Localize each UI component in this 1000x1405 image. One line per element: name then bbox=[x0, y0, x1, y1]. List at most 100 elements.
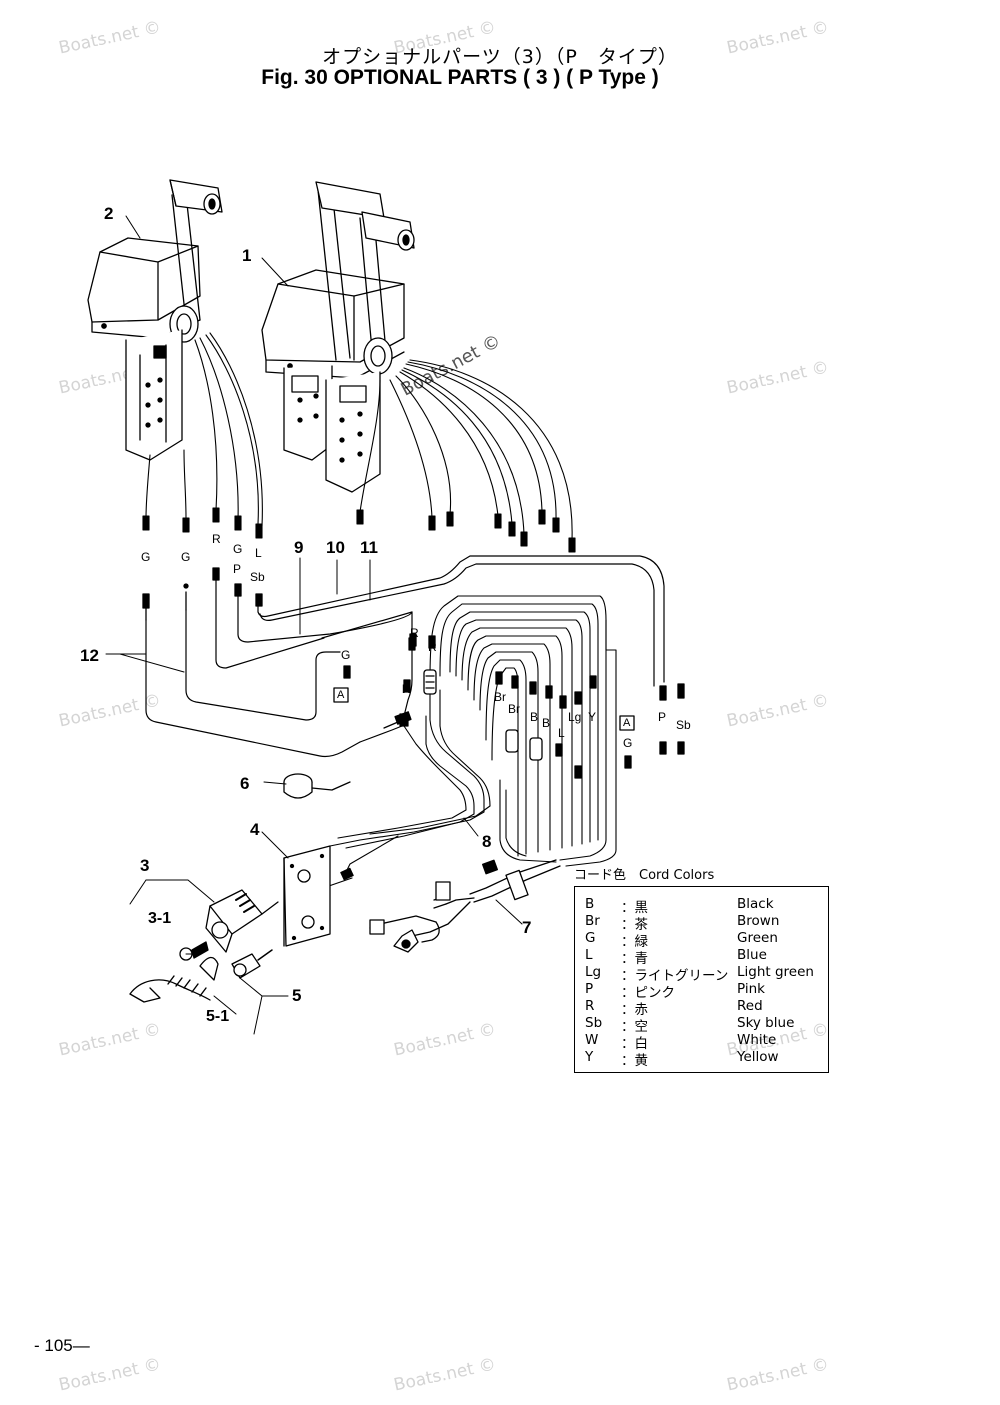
page-title: Fig. 30 OPTIONAL PARTS ( 3 ) ( P Type ) bbox=[261, 66, 659, 89]
legend-row: Sb ：空 Sky blue bbox=[585, 1015, 825, 1035]
legend-row: G ：緑 Green bbox=[585, 930, 825, 950]
legend-jp: ：黄 bbox=[621, 1053, 648, 1069]
stop-switch-part-5 bbox=[129, 949, 273, 1003]
legend-row: B ：黒 Black bbox=[585, 896, 825, 916]
legend-code: L bbox=[585, 947, 593, 963]
callout-6: 6 bbox=[240, 774, 250, 793]
legend-row: W ：白 White bbox=[585, 1032, 825, 1052]
legend-en: Light green bbox=[737, 964, 814, 980]
legend-box: B ：黒 Black Br ：茶 Brown G ：緑 Green L ：青 B… bbox=[574, 886, 829, 1073]
cord-color-legend: コード色 Cord Colors B ：黒 Black Br ：茶 Brown … bbox=[574, 864, 829, 1073]
wire-label: G bbox=[141, 550, 151, 564]
wire-label: R bbox=[212, 532, 221, 546]
legend-code: Sb bbox=[585, 1015, 603, 1031]
callout-1: 1 bbox=[242, 246, 252, 265]
page-number: - 105— bbox=[34, 1336, 90, 1355]
legend-row: Br ：茶 Brown bbox=[585, 913, 825, 933]
harness-lines bbox=[145, 555, 665, 758]
callout-10: 10 bbox=[326, 538, 345, 557]
right-group-connectors bbox=[343, 633, 685, 779]
legend-en: Pink bbox=[737, 981, 765, 997]
wire-label: R bbox=[428, 640, 437, 654]
wire-label: G bbox=[181, 550, 191, 564]
legend-code: G bbox=[585, 930, 596, 946]
wire-label: G bbox=[623, 736, 633, 750]
wire-label: Lg bbox=[568, 710, 582, 724]
legend-code: P bbox=[585, 981, 594, 997]
wire-label: Br bbox=[508, 702, 520, 716]
wires-part-2 bbox=[142, 332, 263, 539]
legend-row: Y ：黄 Yellow bbox=[585, 1049, 825, 1069]
wire-label: Y bbox=[588, 710, 597, 724]
callout-5-1: 5-1 bbox=[206, 1008, 230, 1025]
callout-8: 8 bbox=[482, 832, 492, 851]
legend-en: Blue bbox=[737, 947, 767, 963]
top-connectors bbox=[142, 567, 263, 621]
reference-label-a: A bbox=[623, 717, 631, 729]
legend-en: Yellow bbox=[737, 1049, 779, 1065]
main-harness-part-7 bbox=[369, 859, 561, 953]
wire-label: Sb bbox=[676, 718, 691, 732]
panel-plate-part-4 bbox=[283, 845, 331, 947]
wire-label: P bbox=[233, 562, 242, 576]
wire-label: Br bbox=[494, 690, 506, 704]
callout-4: 4 bbox=[250, 820, 260, 839]
legend-jp: ：赤 bbox=[621, 1002, 648, 1018]
main-harness bbox=[299, 595, 617, 897]
wire-label: G bbox=[341, 648, 351, 662]
legend-jp: ：緑 bbox=[621, 934, 648, 950]
legend-code: B bbox=[585, 896, 595, 912]
page-title-japanese: オプショナルパーツ（3）（P タイプ） bbox=[322, 46, 678, 68]
reference-label-a: A bbox=[337, 689, 345, 701]
wire-label: Sb bbox=[250, 570, 265, 584]
legend-code: W bbox=[585, 1032, 599, 1048]
legend-en: White bbox=[737, 1032, 777, 1048]
legend-en: Brown bbox=[737, 913, 780, 929]
callout-11: 11 bbox=[360, 538, 378, 557]
legend-row: P ：ピンク Pink bbox=[585, 981, 825, 1001]
callout-7: 7 bbox=[522, 918, 532, 937]
legend-en: Sky blue bbox=[737, 1015, 795, 1031]
legend-heading: コード色 Cord Colors bbox=[574, 868, 715, 883]
callout-2: 2 bbox=[104, 204, 114, 223]
callout-12: 12 bbox=[80, 646, 99, 665]
reference-boxes bbox=[333, 687, 635, 731]
single-lever-control-box bbox=[87, 179, 223, 461]
wire-label: R bbox=[410, 626, 419, 640]
legend-code: Br bbox=[585, 913, 600, 929]
legend-en: Red bbox=[737, 998, 763, 1014]
legend-jp: ：青 bbox=[621, 951, 648, 967]
wire-label: R bbox=[402, 682, 411, 696]
legend-code: Lg bbox=[585, 964, 602, 980]
wire-label: B bbox=[530, 710, 539, 724]
legend-jp: ：茶 bbox=[621, 917, 648, 933]
callout-3: 3 bbox=[140, 856, 150, 875]
callout-3-1: 3-1 bbox=[148, 910, 172, 927]
legend-jp: ：ピンク bbox=[621, 985, 675, 1001]
dual-lever-control-box bbox=[261, 181, 415, 493]
legend-row: L ：青 Blue bbox=[585, 947, 825, 967]
callout-5: 5 bbox=[292, 986, 302, 1005]
legend-code: R bbox=[585, 998, 595, 1014]
legend-en: Black bbox=[737, 896, 774, 912]
legend-en: Green bbox=[737, 930, 778, 946]
legend-jp: ：ライトグリーン bbox=[621, 968, 729, 984]
legend-row: R ：赤 Red bbox=[585, 998, 825, 1018]
main-switch-part-3 bbox=[179, 889, 279, 961]
wires-part-1 bbox=[356, 359, 576, 553]
wire-label: L bbox=[255, 546, 262, 560]
wire-label: L bbox=[558, 726, 565, 740]
legend-jp: ：黒 bbox=[621, 900, 648, 916]
wire-label: B bbox=[542, 716, 551, 730]
legend-jp: ：白 bbox=[621, 1036, 648, 1052]
legend-jp: ：空 bbox=[621, 1019, 648, 1035]
callout-9: 9 bbox=[294, 538, 304, 557]
legend-code: Y bbox=[585, 1049, 594, 1065]
legend-row: Lg ：ライトグリーン Light green bbox=[585, 964, 825, 984]
wire-label: P bbox=[658, 710, 667, 724]
wire-label: G bbox=[233, 542, 243, 556]
leader-lines bbox=[105, 215, 523, 1035]
cap-part-6 bbox=[283, 773, 351, 799]
